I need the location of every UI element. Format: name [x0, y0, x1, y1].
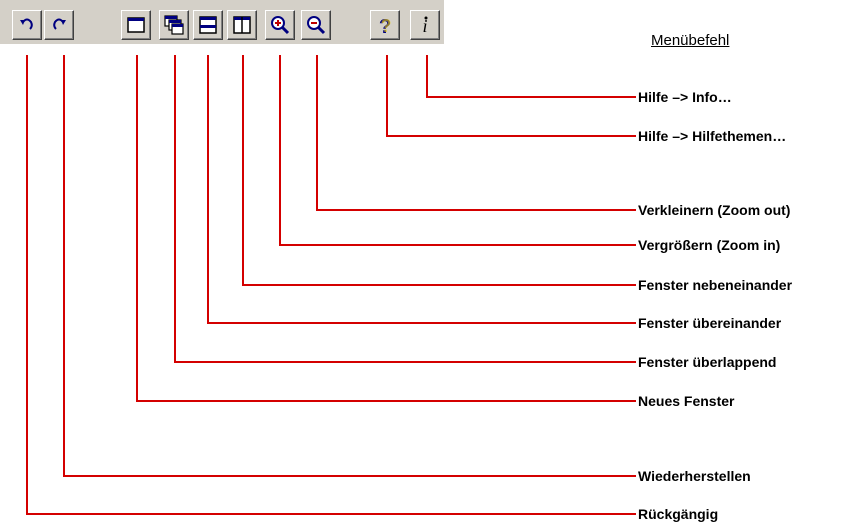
zoom-in-button[interactable] — [265, 10, 295, 40]
zoom-in-icon — [271, 16, 290, 35]
leader-redo — [63, 55, 636, 477]
info-button[interactable]: i — [410, 10, 440, 40]
label-zoom-out: Verkleinern (Zoom out) — [638, 202, 791, 218]
column-header: Menübefehl — [651, 32, 730, 49]
label-help-topics: Hilfe –> Hilfethemen… — [638, 128, 787, 144]
tile-vertical-icon — [233, 16, 251, 34]
leader-help-topics — [386, 55, 636, 137]
tile-horizontal-icon — [199, 16, 217, 34]
label-redo: Wiederherstellen — [638, 468, 751, 484]
info-icon: i — [422, 16, 427, 36]
redo-icon — [53, 18, 66, 30]
svg-text:i: i — [422, 16, 427, 36]
cascade-windows-button[interactable] — [159, 10, 189, 40]
redo-button[interactable] — [44, 10, 74, 40]
label-new-window: Neues Fenster — [638, 393, 735, 409]
leader-info — [426, 55, 636, 98]
leader-undo — [26, 55, 636, 515]
zoom-out-icon — [307, 16, 326, 35]
svg-text:?: ? — [379, 16, 391, 36]
label-info: Hilfe –> Info… — [638, 89, 732, 105]
leader-tile-horizontal — [207, 55, 636, 324]
svg-text:?: ? — [381, 16, 392, 36]
tile-horizontal-button[interactable] — [193, 10, 223, 40]
label-tile-horizontal: Fenster übereinander — [638, 315, 782, 331]
zoom-out-button[interactable] — [301, 10, 331, 40]
new-window-button[interactable] — [121, 10, 151, 40]
tile-vertical-button[interactable] — [227, 10, 257, 40]
label-cascade: Fenster überlappend — [638, 354, 777, 370]
toolbar: ? ? i — [0, 0, 444, 44]
leader-new-window — [136, 55, 636, 402]
label-zoom-in: Vergrößern (Zoom in) — [638, 237, 781, 253]
undo-icon — [20, 18, 33, 30]
leader-zoom-in — [279, 55, 636, 246]
cascade-windows-icon — [164, 15, 184, 35]
help-question-icon: ? ? — [379, 16, 392, 36]
undo-button[interactable] — [12, 10, 42, 40]
leader-cascade — [174, 55, 636, 363]
label-undo: Rückgängig — [638, 506, 719, 522]
leader-tile-vertical — [242, 55, 636, 286]
label-tile-vertical: Fenster nebeneinander — [638, 277, 793, 293]
leader-zoom-out — [316, 55, 636, 211]
new-window-icon — [127, 17, 145, 33]
help-topics-button[interactable]: ? ? — [370, 10, 400, 40]
